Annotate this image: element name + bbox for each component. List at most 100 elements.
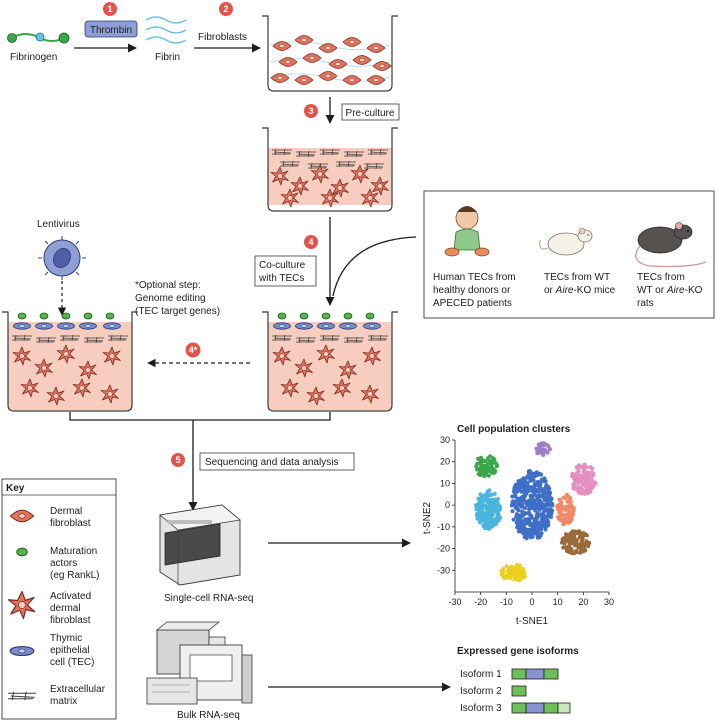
key-item-5-line-2: matrix — [50, 696, 77, 707]
scatter-point — [573, 479, 578, 484]
scatter-cluster-2 — [534, 441, 552, 457]
scatter-point — [541, 510, 546, 515]
scatter-point — [500, 574, 505, 579]
scatter-point — [482, 504, 487, 509]
scatter-point — [532, 485, 537, 490]
scatter-point — [556, 506, 561, 510]
scatter-point — [532, 506, 537, 511]
scatter-point — [566, 505, 571, 510]
scatter-point — [489, 463, 494, 468]
lentivirus-icon — [38, 236, 86, 280]
scatter-point — [578, 550, 583, 555]
mouse-icon — [539, 227, 593, 256]
scatter-point — [504, 564, 509, 568]
scatter-point — [492, 457, 497, 462]
scatter-point — [512, 577, 517, 582]
scatter-point — [519, 504, 524, 509]
key-item-3-line-1: Activated — [50, 591, 91, 602]
scatter-point — [587, 540, 592, 545]
scatter-point — [574, 550, 579, 555]
scatter-point — [514, 563, 519, 568]
culture-dish-coculture — [262, 311, 398, 412]
y-tick-label: -10 — [437, 522, 450, 532]
key-item-4-line-3: cell (TEC) — [50, 657, 94, 668]
scatter-point — [481, 469, 486, 473]
scatter-points — [474, 441, 598, 583]
scatter-point — [548, 512, 553, 517]
scatter-point — [529, 504, 534, 509]
scatter-point — [566, 514, 571, 518]
scatter-point — [569, 547, 574, 552]
scatter-point — [537, 527, 542, 532]
scatter-point — [563, 508, 568, 513]
step-badge-4: 4 — [304, 235, 318, 249]
scatter-point — [571, 512, 575, 516]
scatter-point — [493, 461, 498, 465]
scatter-point — [540, 488, 544, 493]
scatter-point — [518, 567, 523, 572]
scatter-point — [516, 578, 521, 583]
key-item-2-line-1: Maturation — [50, 546, 97, 557]
optional-step-label-1: *Optional step: — [135, 280, 201, 291]
human-tecs-label-3: APECED patients — [433, 298, 512, 309]
scatter-point — [561, 512, 566, 517]
scatter-point — [538, 494, 543, 499]
scatter-point — [561, 522, 566, 527]
scatter-point — [515, 506, 520, 511]
rats-tecs-label-3: rats — [637, 298, 654, 309]
sequencing-box — [199, 452, 355, 471]
scatter-point — [579, 544, 584, 548]
isoform-3-segment-1 — [511, 702, 527, 714]
scrna-label: Single-cell RNA-seq — [164, 593, 253, 604]
scatter-point — [559, 508, 564, 513]
fibrin-label: Fibrin — [155, 52, 180, 63]
scatter-point — [529, 532, 534, 537]
x-tick-label: 20 — [578, 597, 588, 607]
scatter-point — [558, 501, 563, 506]
isoforms-title: Expressed gene isoforms — [457, 646, 579, 657]
svg-text:3: 3 — [308, 106, 313, 116]
culture-dish-fibroblasts — [262, 15, 398, 92]
y-tick-label: 20 — [440, 457, 450, 467]
scatter-point — [518, 515, 523, 520]
scatter-point — [476, 456, 481, 461]
scatter-point — [495, 504, 500, 509]
scatter-point — [590, 466, 595, 471]
scatter-point — [487, 467, 492, 472]
svg-text:5: 5 — [175, 455, 180, 465]
coculture-label-2: with TECs — [258, 273, 304, 284]
scatter-point — [499, 568, 504, 573]
scatter-point — [569, 517, 574, 522]
scatter-cluster-1 — [474, 454, 499, 479]
scatter-point — [490, 512, 495, 517]
isoform-3-segment-2 — [525, 702, 545, 714]
scatter-point — [521, 478, 526, 483]
scatter-point — [525, 474, 530, 479]
scatter-point — [487, 508, 492, 513]
lentivirus-label: Lentivirus — [37, 219, 80, 230]
scatter-point — [566, 520, 571, 525]
step-badge-3: 3 — [304, 104, 318, 118]
scatter-point — [478, 492, 483, 497]
scatter-point — [482, 521, 487, 526]
x-tick-label: -10 — [500, 597, 513, 607]
fibrinogen-label: Fibrinogen — [10, 52, 57, 63]
scatter-point — [515, 518, 520, 523]
scatter-point — [587, 479, 592, 484]
scatter-point — [559, 540, 564, 545]
scatter-point — [478, 498, 482, 503]
scatter-point — [540, 447, 545, 452]
scatter-point — [515, 523, 520, 528]
y-tick-label: 30 — [440, 435, 450, 445]
y-tick-label: -30 — [437, 565, 450, 575]
scatter-point — [582, 462, 587, 467]
scatter-point — [487, 522, 491, 527]
scatter-cluster-4 — [474, 488, 503, 531]
scatter-point — [563, 496, 568, 501]
scatter-point — [539, 443, 544, 448]
mice-tecs-label-2: or Aire-KO mice — [544, 285, 616, 296]
isoform-1-label: Isoform 1 — [460, 669, 502, 680]
scatter-point — [513, 494, 518, 499]
